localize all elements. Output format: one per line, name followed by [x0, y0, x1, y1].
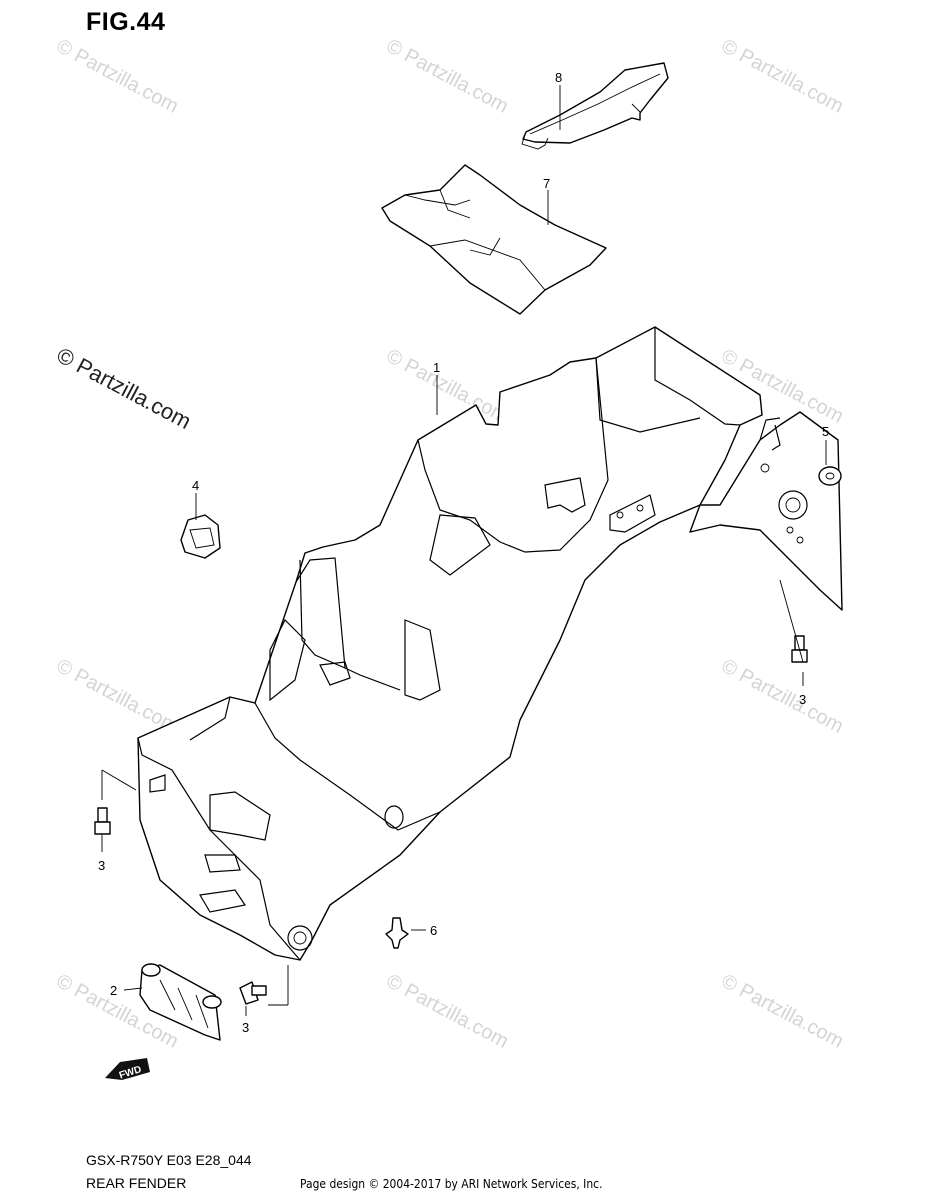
- part-1-rear-fender[interactable]: [137, 326, 843, 961]
- watermark-text: © Partzilla.com: [53, 35, 182, 118]
- watermark-text: © Partzilla.com: [718, 655, 847, 738]
- callout-3-right[interactable]: 3: [799, 692, 806, 707]
- model-code: GSX-R750Y E03 E28_044: [86, 1152, 252, 1168]
- watermark-text: © Partzilla.com: [383, 970, 512, 1053]
- part-5-washer[interactable]: [818, 466, 842, 486]
- callout-3-bottom[interactable]: 3: [242, 1020, 249, 1035]
- callout-4[interactable]: 4: [192, 478, 199, 493]
- fwd-arrow-icon: FWD: [105, 1058, 150, 1082]
- part-3-bolt-left[interactable]: [94, 807, 111, 835]
- callout-1[interactable]: 1: [433, 360, 440, 375]
- part-3-bolt-bottom[interactable]: [239, 981, 267, 1005]
- callout-7[interactable]: 7: [543, 176, 550, 191]
- callout-2[interactable]: 2: [110, 983, 117, 998]
- watermark-text-prominent: © Partzilla.com: [53, 342, 196, 434]
- figure-title: FIG.44: [86, 8, 166, 36]
- callout-5[interactable]: 5: [822, 424, 829, 439]
- watermark-text: © Partzilla.com: [383, 35, 512, 118]
- footer-credit: Page design © 2004-2017 by ARI Network S…: [300, 1176, 603, 1191]
- watermark-text: © Partzilla.com: [718, 35, 847, 118]
- watermark-text: © Partzilla.com: [383, 345, 512, 428]
- callout-6[interactable]: 6: [430, 923, 437, 938]
- callout-3-left[interactable]: 3: [98, 858, 105, 873]
- part-2-bracket[interactable]: [139, 963, 222, 1041]
- watermark-text: © Partzilla.com: [718, 970, 847, 1053]
- part-6-push-clip[interactable]: [385, 917, 409, 949]
- callouts: 8 7 1 4 5 3 3 6 2 3: [98, 70, 829, 1035]
- part-8-strap[interactable]: [521, 62, 669, 150]
- part-4-clamp[interactable]: [180, 514, 221, 559]
- callout-8[interactable]: 8: [555, 70, 562, 85]
- part-7-cover[interactable]: [381, 164, 607, 315]
- leader-lines: [101, 85, 827, 1016]
- part-3-bolt-right[interactable]: [791, 635, 808, 663]
- section-name: REAR FENDER: [86, 1175, 187, 1191]
- watermark-text: © Partzilla.com: [53, 655, 182, 738]
